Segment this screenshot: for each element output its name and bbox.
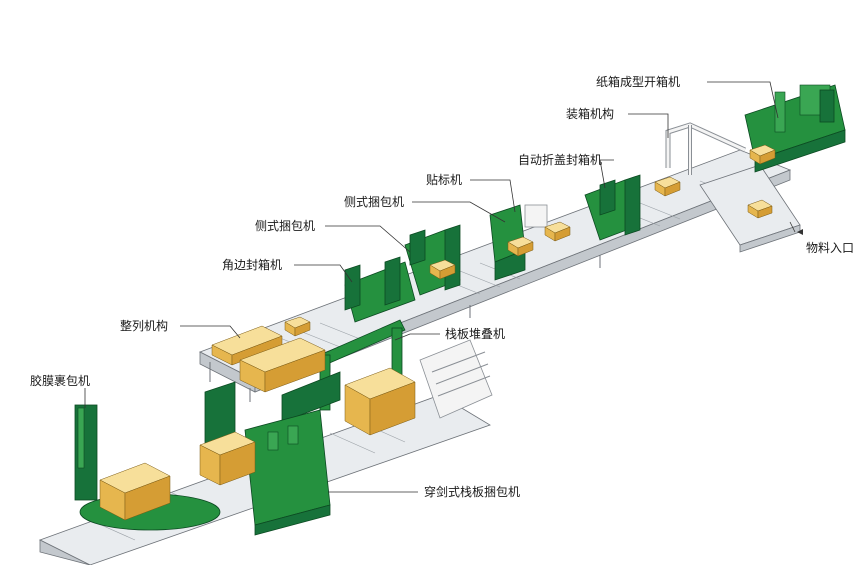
label-corner-sealer: 角边封箱机	[222, 257, 282, 272]
label-carton-erector: 纸箱成型开箱机	[596, 74, 680, 89]
label-case-packer: 装箱机构	[566, 106, 614, 121]
label-side-strapper-1: 侧式捆包机	[255, 219, 315, 233]
label-labeler: 贴标机	[426, 173, 462, 187]
label-aligner: 整列机构	[120, 318, 168, 333]
label-side-strapper-2: 侧式捆包机	[344, 195, 404, 209]
label-material-inlet: 物料入口	[806, 241, 854, 255]
label-top-folder-sealer: 自动折盖封箱机	[518, 152, 602, 167]
label-palletizer: 栈板堆叠机	[445, 326, 505, 341]
label-stretch-wrapper: 胶膜裹包机	[30, 373, 90, 388]
label-pallet-strapper: 穿剑式栈板捆包机	[424, 484, 520, 499]
